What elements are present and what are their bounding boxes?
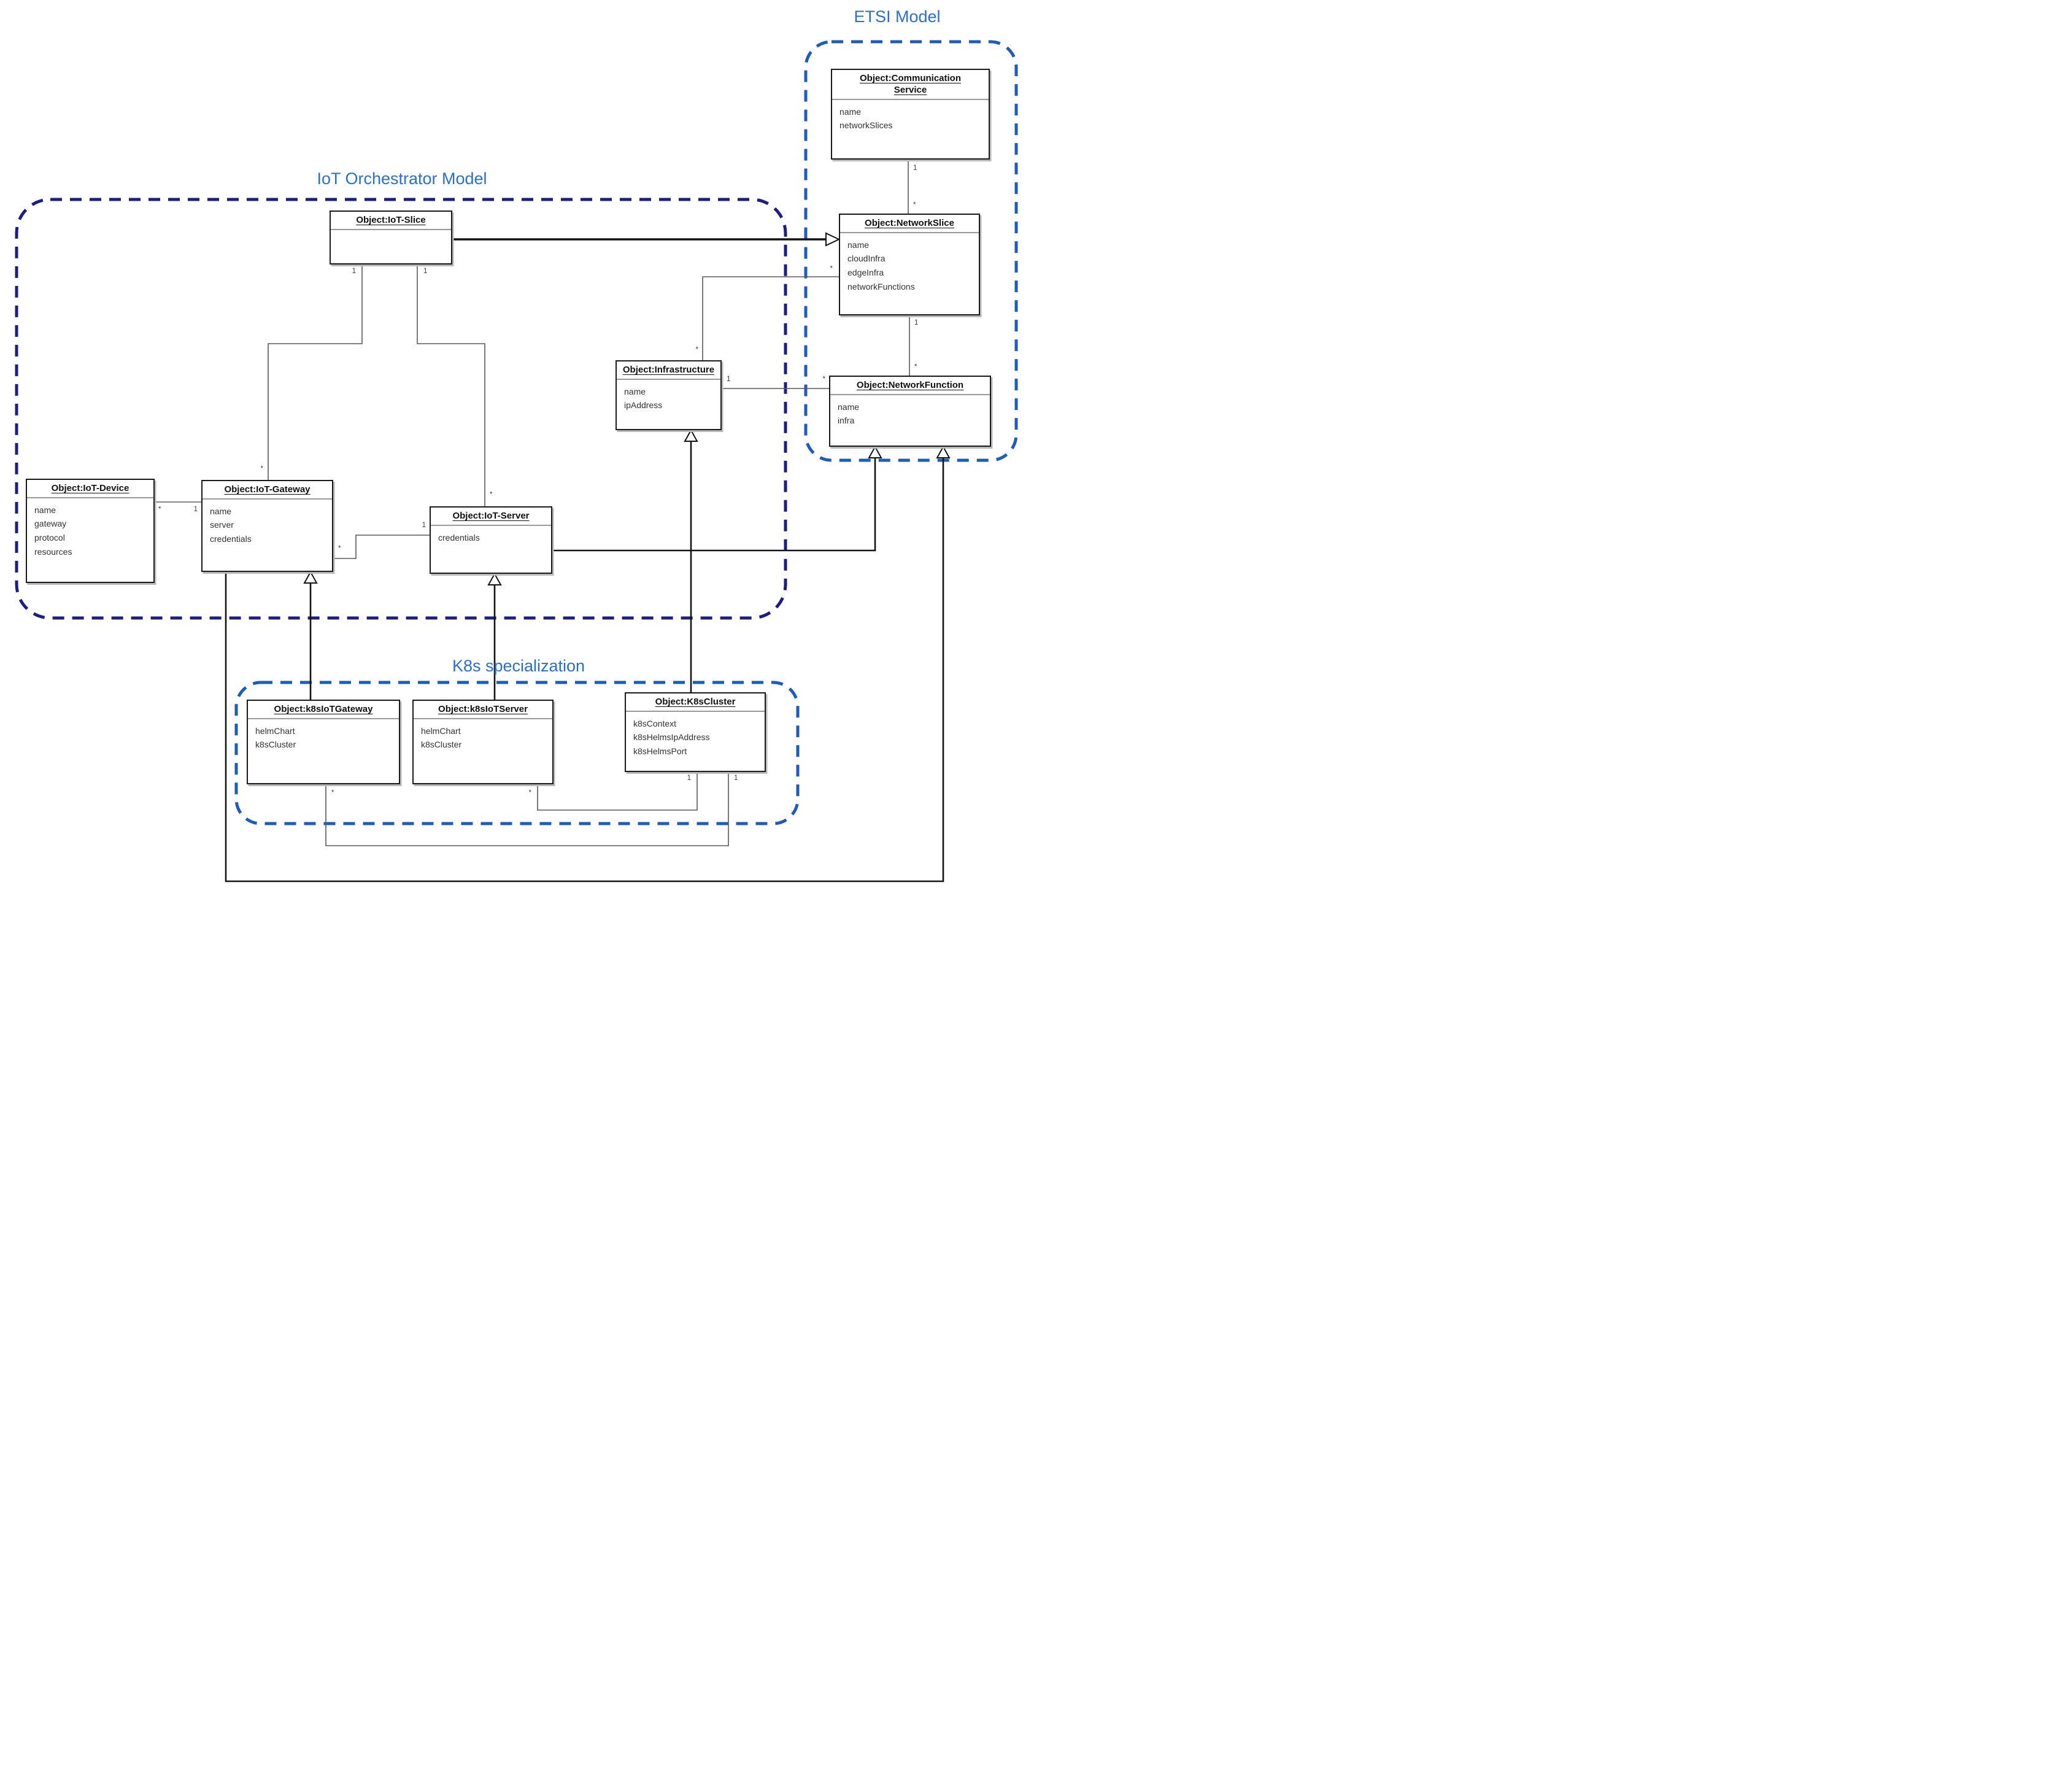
class-title: Object:Communication Service <box>832 70 989 100</box>
multiplicity-label: * <box>822 376 825 383</box>
class-title: Object:k8sIoTGateway <box>248 701 399 719</box>
k8s-container <box>234 681 800 825</box>
class-box-iot-server: Object:IoT-Server credentials <box>430 506 552 574</box>
multiplicity-label: 1 <box>687 774 691 782</box>
generalization-arrowhead-icon <box>487 572 502 585</box>
class-box-network-function: Object:NetworkFunction name infra <box>829 376 991 447</box>
class-title: Object:NetworkSlice <box>840 215 979 233</box>
multiplicity-label: 1 <box>422 522 426 529</box>
class-box-iot-slice: Object:IoT-Slice <box>330 210 452 265</box>
multiplicity-label: * <box>830 265 833 272</box>
class-title: Object:NetworkFunction <box>830 377 990 395</box>
class-title: Object:k8sIoTServer <box>414 701 552 719</box>
multiplicity-label: 1 <box>727 376 731 383</box>
class-box-network-slice: Object:NetworkSlice name cloudInfra edge… <box>839 214 980 315</box>
multiplicity-label: * <box>158 506 161 513</box>
association-k8sgateway-k8scluster <box>325 772 729 846</box>
k8s-specialization-label: K8s specialization <box>452 657 585 675</box>
class-title: Object:IoT-Device <box>27 480 153 498</box>
multiplicity-label: 1 <box>734 774 738 782</box>
generalization-arrowhead-icon <box>684 428 698 442</box>
class-title: Object:K8sCluster <box>626 693 765 712</box>
class-attributes: name ipAddress <box>624 386 663 411</box>
association-iotgateway-iotserver <box>333 535 430 559</box>
class-attributes: name infra <box>838 401 860 426</box>
multiplicity-label: 1 <box>913 164 917 172</box>
generalization-arrowhead-icon <box>868 445 882 458</box>
multiplicity-label: * <box>914 363 917 371</box>
multiplicity-label: * <box>331 789 334 797</box>
class-attributes: name cloudInfra edgeInfra networkFunctio… <box>847 239 915 292</box>
diagram-wires <box>15 40 1018 882</box>
association-k8sserver-k8scluster <box>537 772 698 811</box>
class-box-k8s-cluster: Object:K8sCluster k8sContext k8sHelmsIpA… <box>625 692 766 772</box>
class-title: Object:Infrastructure <box>617 361 720 380</box>
class-title: Object:IoT-Slice <box>331 212 451 230</box>
uml-diagram: ETSI Model IoT Orchestrator Model K8s sp… <box>0 0 1028 896</box>
class-attributes: credentials <box>438 532 480 543</box>
multiplicity-label: * <box>695 346 698 353</box>
association-iotslice-iotgateway <box>268 265 363 480</box>
multiplicity-label: * <box>528 789 531 797</box>
class-box-iot-gateway: Object:IoT-Gateway name server credentia… <box>201 480 333 572</box>
etsi-model-label: ETSI Model <box>854 7 941 26</box>
class-box-k8s-iot-server: Object:k8sIoTServer helmChart k8sCluster <box>412 700 554 784</box>
class-attributes: helmChart k8sCluster <box>421 725 462 750</box>
multiplicity-label: * <box>490 491 493 498</box>
class-box-iot-device: Object:IoT-Device name gateway protocol … <box>26 479 155 583</box>
generalization-arrowhead-icon <box>936 445 951 458</box>
association-networkslice-infrastructure <box>702 276 839 360</box>
open-arrowhead-icon <box>825 232 841 247</box>
multiplicity-label: * <box>260 465 263 473</box>
reference-iotslice-networkslice <box>452 232 841 247</box>
association-iotslice-iotserver <box>417 265 485 506</box>
multiplicity-label: 1 <box>193 506 198 513</box>
multiplicity-label: 1 <box>352 268 356 275</box>
etsi-container <box>804 40 1018 462</box>
class-box-communication-service: Object:Communication Service name networ… <box>831 69 990 160</box>
iot-orchestrator-model-label: IoT Orchestrator Model <box>317 169 487 188</box>
class-box-infrastructure: Object:Infrastructure name ipAddress <box>616 360 722 430</box>
class-title: Object:IoT-Server <box>431 508 551 526</box>
iot-orchestrator-container <box>15 198 787 620</box>
class-attributes: name server credentials <box>210 506 252 544</box>
class-attributes: helmChart k8sCluster <box>255 725 296 750</box>
class-attributes: name gateway protocol resources <box>34 504 72 557</box>
class-box-k8s-iot-gateway: Object:k8sIoTGateway helmChart k8sCluste… <box>247 700 400 784</box>
generalization-iotgateway-networkfunction <box>225 458 944 882</box>
multiplicity-label: 1 <box>423 268 428 275</box>
generalization-arrowhead-icon <box>303 570 318 584</box>
class-attributes: name networkSlices <box>839 106 893 131</box>
class-attributes <box>331 230 451 263</box>
multiplicity-label: * <box>913 201 916 209</box>
generalization-iotserver-networkfunction <box>552 458 876 552</box>
class-title: Object:IoT-Gateway <box>203 481 332 500</box>
class-attributes: k8sContext k8sHelmsIpAddress k8sHelmsPor… <box>633 718 710 757</box>
multiplicity-label: 1 <box>914 319 919 326</box>
multiplicity-label: * <box>338 545 341 552</box>
